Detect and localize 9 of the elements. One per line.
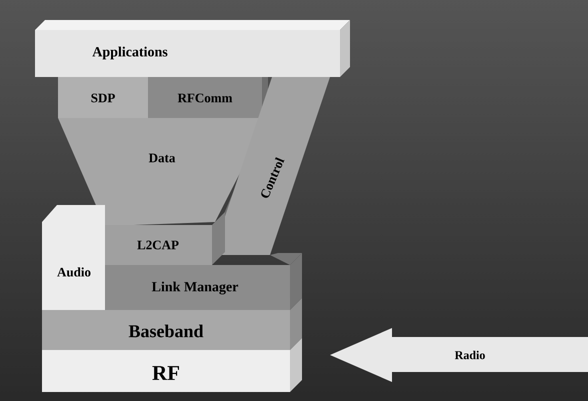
layer-box: RF (42, 338, 302, 392)
layer-box: SDP (58, 77, 148, 118)
layer-box: L2CAP (105, 212, 225, 265)
layer-box: RFComm (148, 77, 268, 118)
node-label: Data (148, 154, 176, 162)
layer-box: Applications (35, 20, 350, 77)
layer-box: Audio (42, 205, 105, 310)
layer-box: Baseband (42, 298, 302, 350)
layer-box: Link Manager (105, 253, 302, 310)
